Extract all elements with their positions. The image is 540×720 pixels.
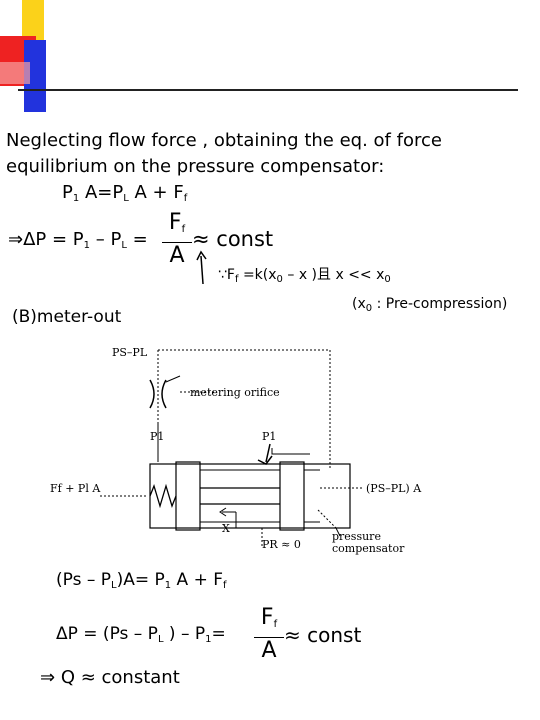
p1-right-label: P1 (262, 430, 276, 443)
meter-out-force-equation: (Ps – PL)A= P1 A + Ff (56, 570, 227, 591)
slide-logo (0, 0, 80, 120)
flow-result: ⇒ Q ≈ constant (40, 667, 180, 688)
ps-pl-label: PS–PL (112, 346, 148, 359)
intro-line-2: equilibrium on the pressure compensator: (6, 156, 385, 177)
meter-out-diagram: PS–PL metering orifice P1 P1 Ff + Pl A (… (50, 346, 422, 555)
force-over-area-fraction-1: Ff A (162, 211, 192, 269)
compensator-label-2: compensator (332, 542, 405, 555)
arrow-icon (196, 250, 207, 285)
pressure-drop-equation: ⇒ΔP = P1 – PL = (8, 229, 148, 251)
logo-light-square (0, 62, 30, 84)
diagram-lines (100, 349, 362, 548)
approx-const-1: ≈ const (192, 227, 274, 251)
section-label: (B)meter-out (12, 307, 122, 327)
x-label: X (222, 522, 230, 535)
approx-const-2: ≈ const (284, 623, 362, 647)
force-left-label: Ff + Pl A (50, 482, 101, 495)
header-rule (18, 89, 518, 91)
logo-blue-block (24, 40, 46, 112)
pr-label: PR ≈ 0 (262, 538, 301, 551)
compensator-label-1: pressure (332, 530, 381, 543)
meter-out-pressure-drop-equation: ΔP = (Ps – PL ) – P1= (56, 624, 226, 645)
precompression-note: (x0 : Pre-compression) (352, 296, 508, 314)
force-right-label: (PS–PL) A (366, 482, 422, 495)
force-over-area-fraction-2: Ff A (254, 606, 284, 664)
because-clause: ∵Ff =k(x0 – x )且 x << x0 (218, 267, 391, 285)
intro-line-1: Neglecting flow force , obtaining the eq… (6, 130, 442, 151)
metering-orifice-label: metering orifice (190, 386, 280, 399)
p1-left-label: P1 (150, 430, 164, 443)
force-equation: P1 A=PL A + Ff (62, 182, 188, 204)
